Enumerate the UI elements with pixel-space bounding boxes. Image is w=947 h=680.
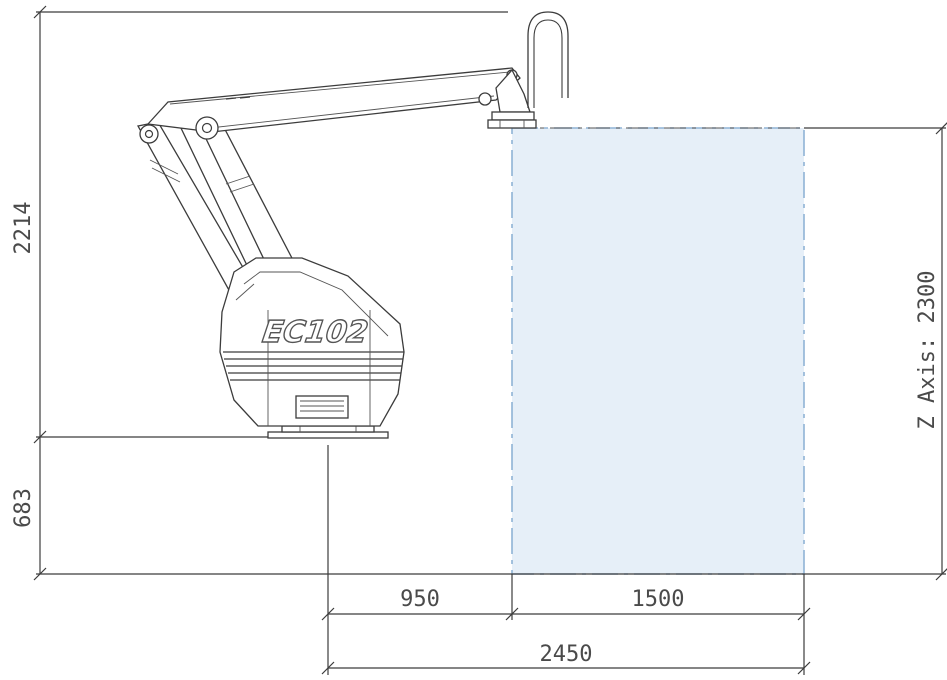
robot-wrist: [487, 68, 537, 129]
robot: EC102: [137, 11, 569, 439]
total-tick-left: [321, 661, 335, 675]
height-tick-mid: [33, 430, 47, 444]
reference-lines: [36, 11, 946, 675]
reach-tick-mid: [505, 607, 519, 621]
rear-joint: [139, 124, 159, 144]
robot-base-plate: [267, 425, 389, 439]
robot-body: EC102: [219, 257, 405, 427]
wrist-joint: [478, 92, 492, 106]
reach-tick-left: [321, 607, 335, 621]
vertical-dimensions: [33, 5, 947, 581]
total-tick-right: [797, 661, 811, 675]
robot-model-label: EC102: [260, 315, 370, 350]
dim-label-2450: 2450: [540, 642, 593, 667]
dim-label-z-axis: Z Axis: 2300: [915, 271, 940, 430]
z-tick-bottom: [935, 568, 947, 581]
work-zone: [511, 127, 805, 575]
work-zone-area: [511, 127, 805, 575]
z-tick-top: [935, 122, 947, 135]
height-tick-top: [33, 5, 47, 19]
horizontal-dimensions: [321, 607, 811, 675]
dim-label-1500: 1500: [632, 587, 685, 612]
height-tick-bottom: [33, 567, 47, 581]
reach-tick-right: [797, 607, 811, 621]
robot-cable-loop: [527, 11, 569, 108]
body-vent: [295, 395, 349, 419]
dim-label-2214: 2214: [11, 202, 36, 255]
dimension-labels: 2214 683 Z Axis: 2300 950 1500 2450: [11, 202, 940, 667]
dim-label-950: 950: [400, 587, 440, 612]
dim-label-683: 683: [11, 488, 36, 528]
main-joint: [195, 116, 219, 140]
